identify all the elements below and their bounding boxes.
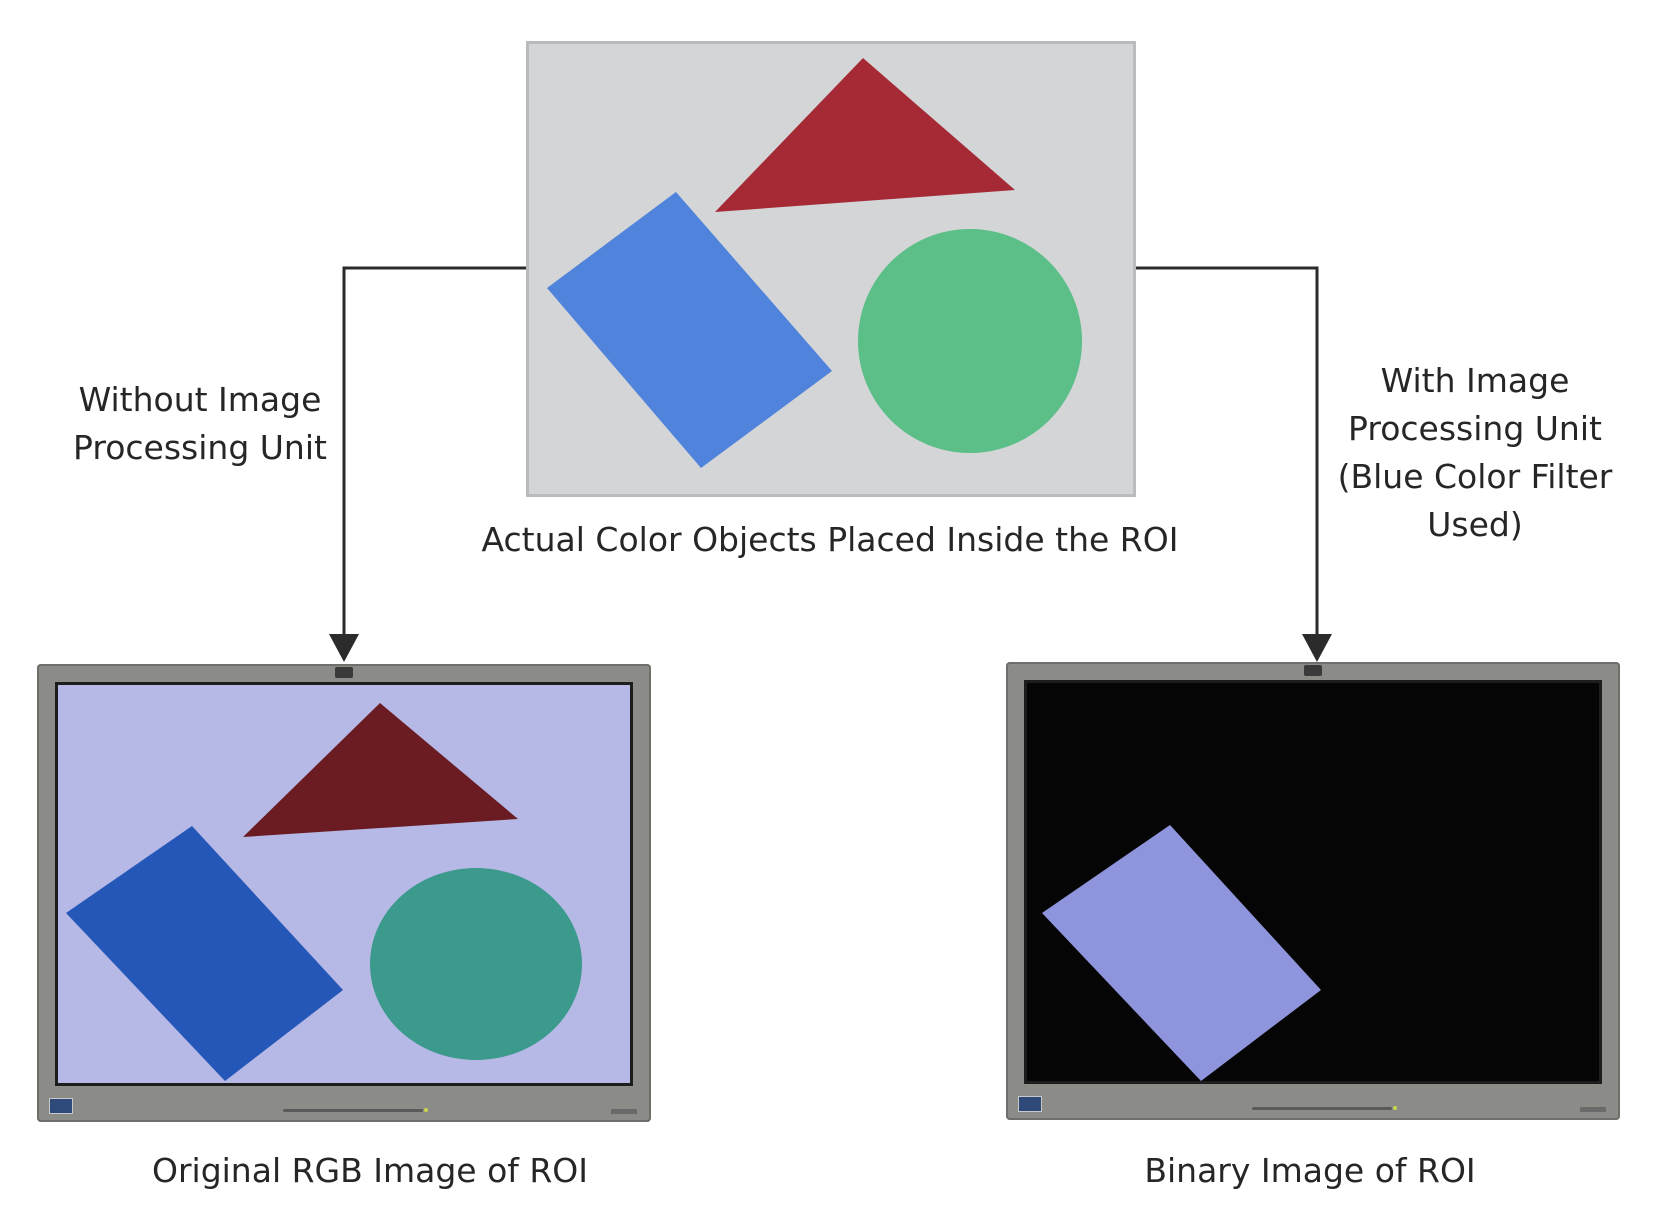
monitor-badge-icon: [1018, 1096, 1042, 1112]
left-monitor: [37, 664, 651, 1122]
monitor-model-mark: [1580, 1107, 1606, 1112]
monitor-model-mark: [611, 1109, 637, 1114]
power-led-icon: [423, 1108, 428, 1112]
monitor-badge-icon: [49, 1098, 73, 1114]
monitor-controls: [282, 1109, 423, 1112]
monitor-controls: [1251, 1107, 1392, 1110]
monitor-logo-icon: [335, 667, 353, 678]
right-arrowhead: [1302, 634, 1332, 662]
left-caption: Original RGB Image of ROI: [151, 1151, 589, 1190]
right-branch-label: With Image Processing Unit (Blue Color F…: [1337, 361, 1613, 544]
rgb-image-shapes: [58, 685, 630, 1083]
binary-image-shapes: [1027, 683, 1599, 1081]
rgb-circle: [370, 868, 582, 1060]
right-connector-line: [1136, 266, 1319, 636]
rgb-triangle: [243, 703, 518, 837]
left-branch-label: Without Image Processing Unit: [73, 380, 327, 467]
green-circle: [858, 229, 1082, 453]
left-connector-line: [342, 266, 526, 636]
top-caption: Actual Color Objects Placed Inside the R…: [481, 520, 1179, 559]
binary-image-screen: [1024, 680, 1602, 1084]
blue-rectangle: [547, 192, 832, 468]
right-caption: Binary Image of ROI: [1144, 1151, 1476, 1190]
actual-objects-photo: [526, 41, 1136, 497]
left-arrowhead: [329, 634, 359, 662]
monitor-logo-icon: [1304, 665, 1322, 676]
binary-rectangle: [1042, 825, 1321, 1081]
rgb-rectangle: [66, 826, 343, 1081]
right-monitor: [1006, 662, 1620, 1120]
power-led-icon: [1392, 1106, 1397, 1110]
rgb-image-screen: [55, 682, 633, 1086]
red-triangle: [715, 58, 1015, 212]
actual-objects-shapes: [547, 58, 1082, 468]
